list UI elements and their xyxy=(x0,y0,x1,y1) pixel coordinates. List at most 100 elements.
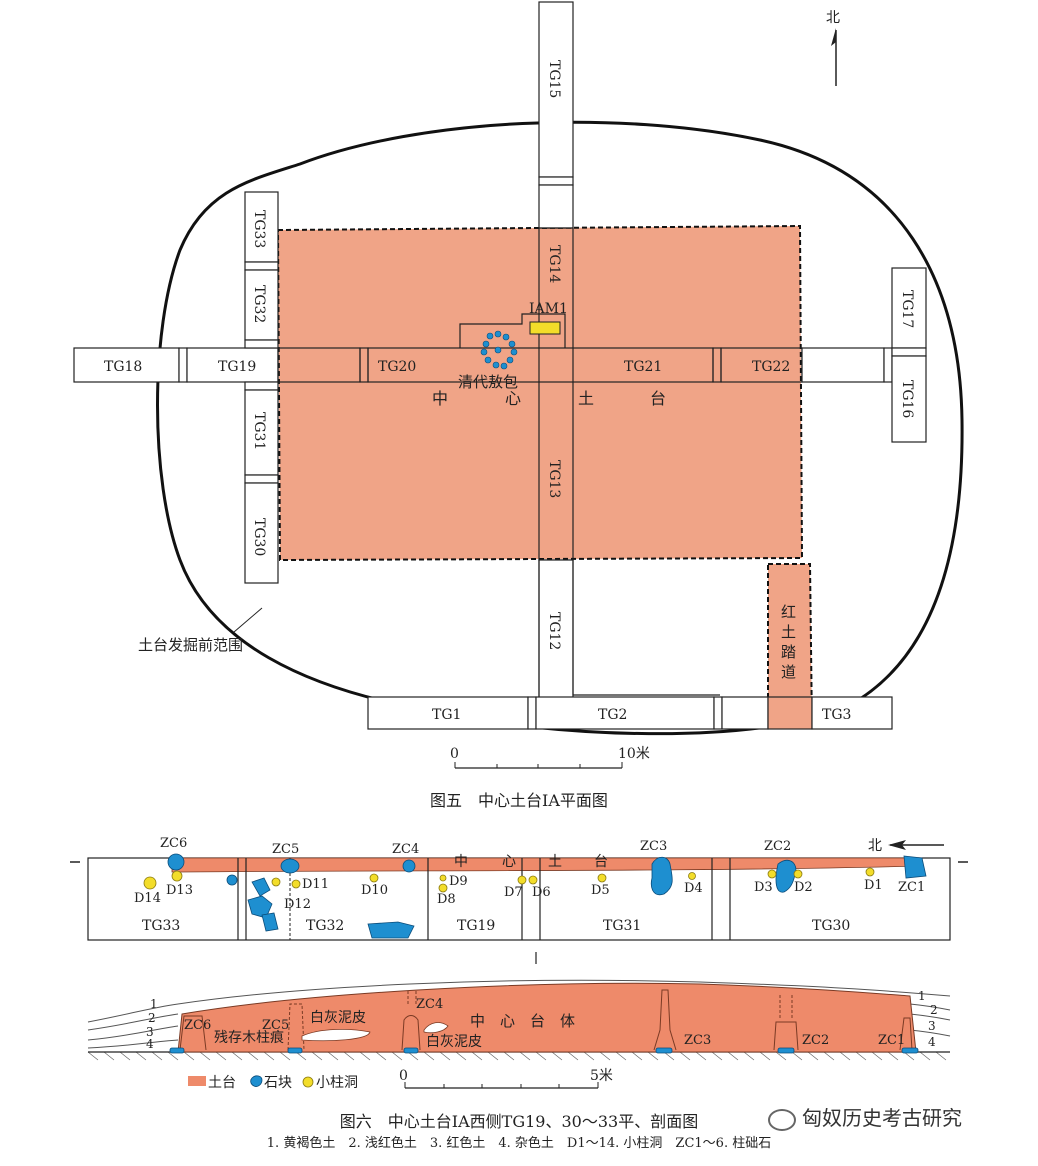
section-zc1: ZC1 xyxy=(878,1033,905,1048)
trench-tg20 xyxy=(367,347,540,383)
label-tg13: TG13 xyxy=(546,460,562,498)
fig6-scale-bar xyxy=(404,1082,599,1089)
fig6-label-d13: D13 xyxy=(166,883,193,898)
trench-tg17 xyxy=(891,267,927,349)
label-xin: 心 xyxy=(505,389,521,408)
fig6-label-zc1: ZC1 xyxy=(898,880,925,895)
label-tg15: TG15 xyxy=(546,60,562,98)
label-tg32: TG32 xyxy=(251,285,267,323)
label-iam1: IAM1 xyxy=(529,301,568,317)
section-zc2: ZC2 xyxy=(802,1033,829,1048)
tutai-area xyxy=(276,224,804,562)
label-tg16: TG16 xyxy=(899,380,915,418)
label-tai: 台 xyxy=(650,389,666,408)
fig5-scale-zero: 0 xyxy=(450,746,459,762)
layer-left-4: 4 xyxy=(146,1037,154,1051)
legend-label-posthole: 小柱洞 xyxy=(316,1075,358,1091)
fig6-section: 中 心 台 体 白灰泥皮 白灰泥皮 残存木柱痕 ZC6 ZC5 ZC4 ZC3 … xyxy=(87,979,951,1091)
section-zc4: ZC4 xyxy=(416,997,443,1012)
fig6-label-zc3: ZC3 xyxy=(640,839,667,854)
label-qingdai-aobao: 清代敖包 xyxy=(458,373,518,391)
label-pre-excavation: 土台发掘前范围 xyxy=(138,636,243,654)
label-tg30: TG30 xyxy=(251,518,267,556)
fig6-label-d4: D4 xyxy=(684,881,703,896)
fig6-label-zc5: ZC5 xyxy=(272,842,299,857)
fig6-label-d11: D11 xyxy=(302,877,329,892)
wechat-icon xyxy=(768,1108,796,1131)
fig5-plan: 北 xyxy=(73,1,964,769)
layer-right-2: 2 xyxy=(930,1003,938,1017)
section-zc3: ZC3 xyxy=(684,1033,711,1048)
watermark: 匈奴历史考古研究 xyxy=(768,1102,962,1131)
label-tu: 土 xyxy=(578,389,594,408)
label-tg19: TG19 xyxy=(218,359,256,375)
fig6-label-d10: D10 xyxy=(361,883,388,898)
legend-swatch-posthole xyxy=(302,1076,314,1088)
legend-swatch-tutai xyxy=(188,1076,206,1086)
north-arrow-icon xyxy=(831,28,837,86)
fig6-plan-zhong: 中 xyxy=(454,854,468,870)
fig6-scale-end: 5米 xyxy=(590,1068,613,1084)
soil-layers xyxy=(87,979,951,1049)
fig6-north-label: 北 xyxy=(868,838,882,854)
fig6-label-tg19: TG19 xyxy=(457,918,495,934)
layer-left-3: 3 xyxy=(146,1025,154,1039)
label-tg2: TG2 xyxy=(598,707,627,723)
layer-right-4: 4 xyxy=(928,1035,936,1049)
fig6-label-d5: D5 xyxy=(591,883,610,898)
fig6-label-tg31: TG31 xyxy=(603,918,641,934)
fig6-stones xyxy=(167,853,927,939)
layer-right-1: 1 xyxy=(918,989,926,1003)
fig6-label-tg33: TG33 xyxy=(142,918,180,934)
layer-left-1: 1 xyxy=(150,997,158,1011)
legend-label-stone: 石块 xyxy=(264,1075,292,1091)
label-tg21: TG21 xyxy=(624,359,662,375)
fig6-label-zc6: ZC6 xyxy=(160,836,187,851)
fig6-label-d1: D1 xyxy=(864,878,883,893)
legend-label-tutai: 土台 xyxy=(208,1075,236,1091)
fig6-label-d6: D6 xyxy=(532,885,551,900)
fig5-scale-bar xyxy=(454,762,623,769)
fig6-plan: 北 xyxy=(70,836,968,964)
white-plaster-2 xyxy=(423,1022,449,1034)
trench-tg15 xyxy=(538,1,574,178)
fig6-postholes xyxy=(143,867,875,893)
fig6-notes: 1. 黄褐色土 2. 浅红色土 3. 红色土 4. 杂色土 D1～14. 小柱洞… xyxy=(266,1136,772,1151)
label-tg33: TG33 xyxy=(251,210,267,248)
fig6-label-d14: D14 xyxy=(134,891,161,906)
fig5-scale-end: 10米 xyxy=(618,746,650,762)
fig6-caption: 图六 中心土台ⅠA西侧TG19、30～33平、剖面图 xyxy=(339,1112,699,1131)
label-road-1: 红 xyxy=(781,603,796,621)
fig6-plan-tu: 土 xyxy=(548,854,562,870)
legend-swatch-stone xyxy=(250,1075,263,1087)
base-stones xyxy=(169,1047,919,1054)
layer-right-3: 3 xyxy=(928,1019,936,1033)
aobao-stones xyxy=(480,330,518,370)
trench-tg3 xyxy=(811,696,893,730)
watermark-text: 匈奴历史考古研究 xyxy=(802,1106,962,1130)
fig6-label-d7: D7 xyxy=(504,885,523,900)
fig6-plan-tutai-band xyxy=(171,857,921,873)
section-title: 中 心 台 体 xyxy=(470,1012,575,1030)
section-baihui-2: 白灰泥皮 xyxy=(426,1034,482,1050)
trench-tg2 xyxy=(535,696,715,730)
label-tg22: TG22 xyxy=(752,359,790,375)
section-canzun: 残存木柱痕 xyxy=(214,1030,284,1046)
label-road-4: 道 xyxy=(781,663,796,681)
trench-tg18 xyxy=(73,347,180,383)
fig6-label-d3: D3 xyxy=(754,880,773,895)
fig6-label-d9: D9 xyxy=(449,874,468,889)
label-tg18: TG18 xyxy=(104,359,142,375)
label-road-2: 土 xyxy=(781,623,796,641)
label-road-3: 踏 xyxy=(781,643,796,661)
trench-tg16 xyxy=(891,355,927,443)
label-tg12: TG12 xyxy=(546,612,562,650)
section-zc5: ZC5 xyxy=(262,1018,289,1033)
section-zc6: ZC6 xyxy=(184,1018,211,1033)
fig6-north-arrow-icon xyxy=(888,840,944,850)
layer-left-2: 2 xyxy=(148,1011,156,1025)
iam1-marker xyxy=(529,321,561,335)
trench-tg14 xyxy=(538,227,574,349)
fig6-label-d8: D8 xyxy=(437,892,456,907)
trench-tg12 xyxy=(538,559,574,701)
